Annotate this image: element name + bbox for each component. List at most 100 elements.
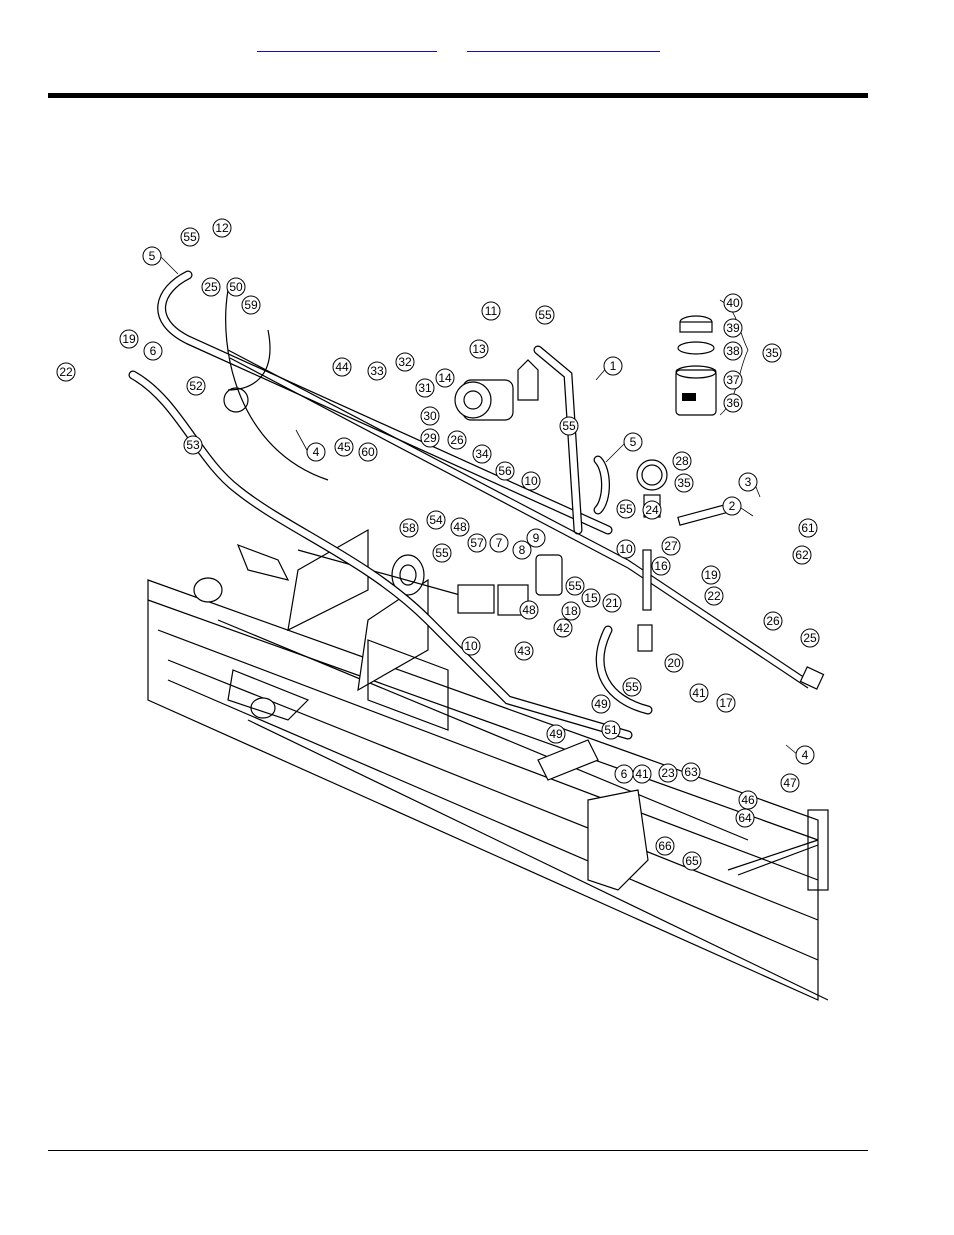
svg-text:56: 56 [498, 464, 512, 478]
svg-text:10: 10 [524, 474, 538, 488]
callout-8: 8 [512, 540, 532, 560]
svg-text:37: 37 [726, 373, 740, 387]
callout-22a: 22 [56, 362, 76, 382]
callout-26a: 26 [447, 430, 467, 450]
callout-20: 20 [664, 653, 684, 673]
header-link-1[interactable] [257, 38, 437, 54]
callout-42: 42 [553, 618, 573, 638]
header-rule [48, 93, 868, 98]
callout-19a: 19 [119, 329, 139, 349]
callout-26b: 26 [763, 611, 783, 631]
callout-55d: 55 [616, 499, 636, 519]
components [223, 299, 749, 652]
svg-text:19: 19 [704, 568, 718, 582]
callout-60: 60 [358, 442, 378, 462]
callout-64: 64 [735, 808, 755, 828]
svg-text:7: 7 [496, 536, 503, 550]
callout-66: 66 [655, 836, 675, 856]
svg-text:31: 31 [418, 381, 432, 395]
callout-55a: 55 [180, 227, 200, 247]
header-link-2[interactable] [467, 38, 660, 54]
svg-text:3: 3 [745, 475, 752, 489]
svg-text:55: 55 [625, 680, 639, 694]
svg-text:55: 55 [435, 546, 449, 560]
callout-62: 62 [792, 545, 812, 565]
callout-30: 30 [420, 406, 440, 426]
svg-text:19: 19 [122, 332, 136, 346]
callout-59: 59 [241, 295, 261, 315]
svg-text:6: 6 [150, 344, 157, 358]
svg-text:46: 46 [741, 793, 755, 807]
callout-1: 1 [595, 356, 623, 381]
callout-14: 14 [435, 368, 455, 388]
callout-25a: 25 [201, 277, 221, 297]
callout-55g: 55 [622, 677, 642, 697]
callout-51: 51 [601, 720, 621, 740]
svg-text:32: 32 [398, 355, 412, 369]
svg-text:36: 36 [726, 396, 740, 410]
callout-40: 40 [723, 293, 743, 313]
svg-text:60: 60 [361, 445, 375, 459]
svg-text:21: 21 [605, 596, 619, 610]
callout-53: 53 [183, 435, 203, 455]
footer-rule [48, 1150, 868, 1151]
svg-text:4: 4 [313, 445, 320, 459]
hoses [128, 270, 653, 740]
callout-15: 15 [581, 588, 601, 608]
svg-text:59: 59 [244, 298, 258, 312]
svg-text:8: 8 [519, 543, 526, 557]
callout-55f: 55 [432, 543, 452, 563]
svg-text:48: 48 [453, 520, 467, 534]
callout-18: 18 [561, 601, 581, 621]
callout-58: 58 [399, 518, 419, 538]
svg-text:35: 35 [765, 346, 779, 360]
svg-text:10: 10 [464, 639, 478, 653]
svg-text:55: 55 [183, 230, 197, 244]
svg-text:24: 24 [645, 503, 659, 517]
callout-2: 2 [722, 496, 754, 517]
svg-text:55: 55 [568, 579, 582, 593]
callout-35b: 35 [674, 473, 694, 493]
callout-33: 33 [367, 361, 387, 381]
callout-65: 65 [682, 851, 702, 871]
callout-11: 11 [481, 301, 501, 321]
callout-38: 38 [723, 341, 743, 361]
svg-text:35: 35 [677, 476, 691, 490]
callout-47: 47 [780, 773, 800, 793]
svg-text:41: 41 [692, 686, 706, 700]
boom-pipes [227, 349, 825, 690]
callout-55c: 55 [559, 416, 579, 436]
svg-text:28: 28 [675, 454, 689, 468]
svg-text:5: 5 [630, 435, 637, 449]
svg-text:33: 33 [370, 364, 384, 378]
svg-text:54: 54 [429, 513, 443, 527]
callout-32: 32 [395, 352, 415, 372]
svg-text:2: 2 [729, 499, 736, 513]
callout-41a: 41 [689, 683, 709, 703]
callout-10b: 10 [616, 539, 636, 559]
callout-5a: 5 [142, 246, 179, 275]
svg-text:66: 66 [658, 839, 672, 853]
svg-text:45: 45 [337, 440, 351, 454]
svg-text:64: 64 [738, 811, 752, 825]
callout-49a: 49 [591, 694, 611, 714]
svg-text:39: 39 [726, 321, 740, 335]
callout-3: 3 [738, 472, 761, 498]
callout-22b: 22 [704, 586, 724, 606]
callout-41b: 41 [632, 764, 652, 784]
callout-19b: 19 [701, 565, 721, 585]
svg-text:18: 18 [564, 604, 578, 618]
svg-text:23: 23 [661, 766, 675, 780]
svg-text:53: 53 [186, 438, 200, 452]
svg-text:55: 55 [562, 419, 576, 433]
svg-text:16: 16 [654, 559, 668, 573]
callout-45: 45 [334, 437, 354, 457]
svg-text:49: 49 [594, 697, 608, 711]
svg-text:25: 25 [803, 631, 817, 645]
callout-37: 37 [723, 370, 743, 390]
callout-13: 13 [469, 339, 489, 359]
callout-54: 54 [426, 510, 446, 530]
svg-text:52: 52 [189, 379, 203, 393]
svg-text:12: 12 [215, 221, 229, 235]
svg-text:38: 38 [726, 344, 740, 358]
